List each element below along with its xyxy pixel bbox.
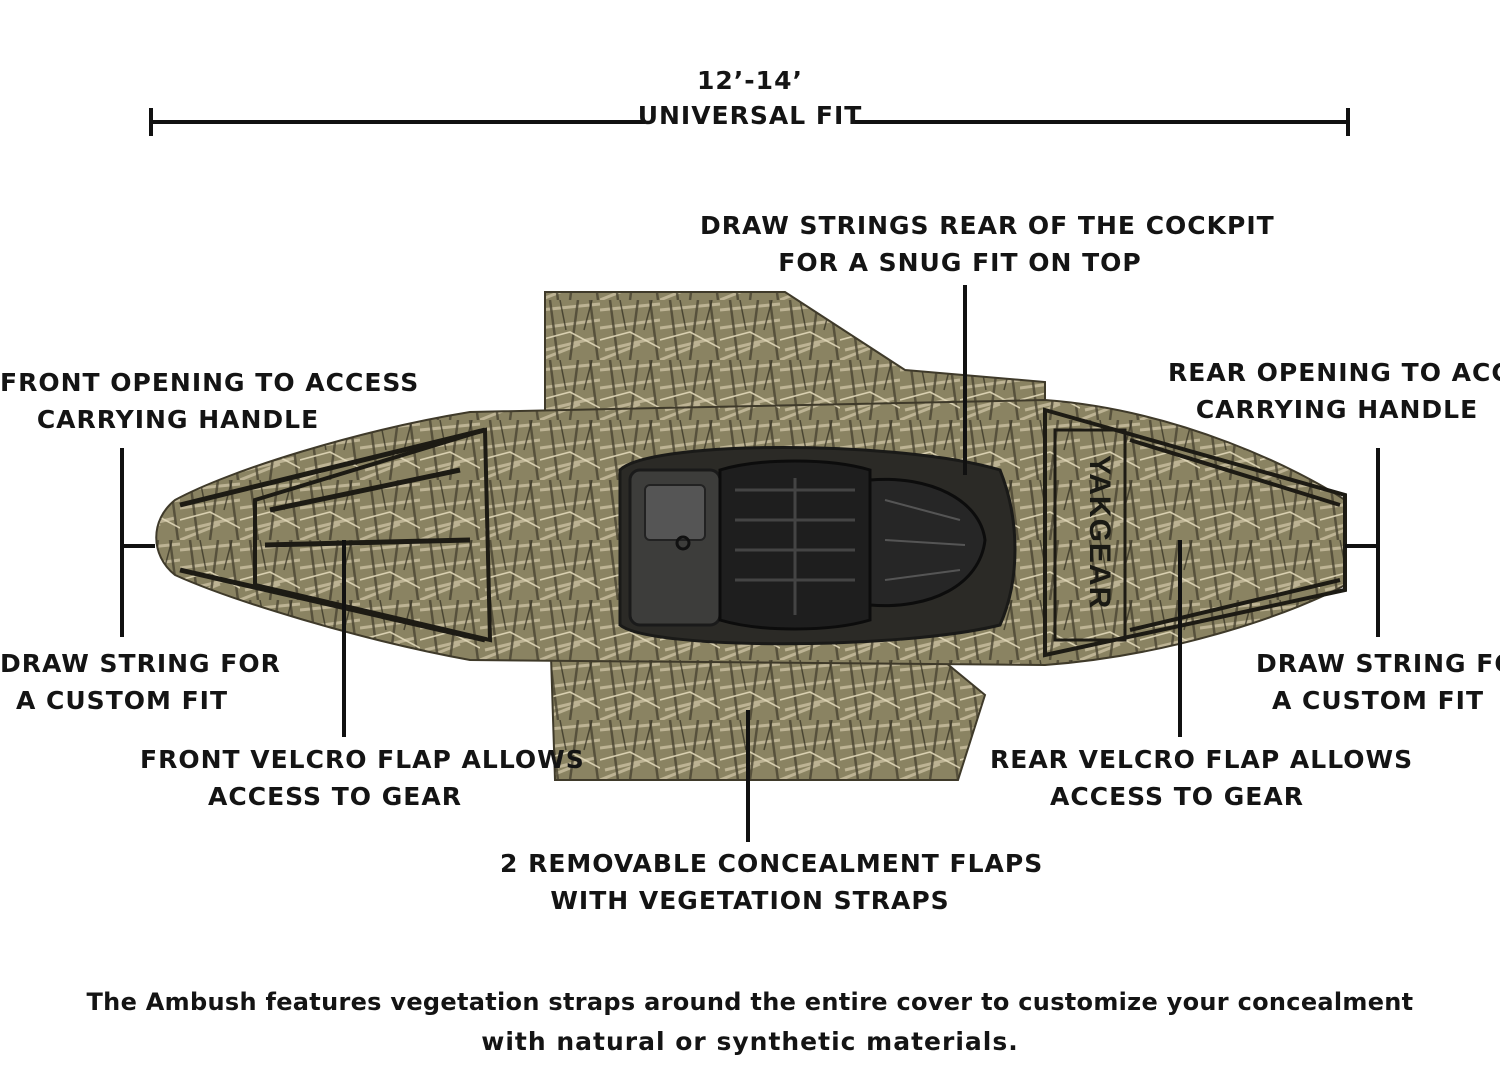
leader-lines [120,285,1380,842]
callout-draw-string-right: DRAW STRING FOR A CUSTOM FIT [1256,645,1500,719]
callout-rear-velcro: REAR VELCRO FLAP ALLOWS ACCESS TO GEAR [990,741,1414,815]
callout-concealment-flaps: 2 REMOVABLE CONCEALMENT FLAPS WITH VEGET… [500,845,1044,919]
callout-text: FRONT VELCRO FLAP ALLOWS [140,745,585,774]
caption-line-1: The Ambush features vegetation straps ar… [86,988,1414,1016]
callout-text: DRAW STRINGS REAR OF THE COCKPIT [700,211,1275,240]
kayak-cover [155,291,1347,781]
caption-line-2: with natural or synthetic materials. [481,1027,1019,1056]
dimension-length: 12’-14’ [697,66,803,95]
callout-text: FRONT OPENING TO ACCESS [0,368,420,397]
callout-text: DRAW STRING FOR [1256,649,1500,678]
callout-text: DRAW STRING FOR [0,649,281,678]
callout-draw-strings-rear: DRAW STRINGS REAR OF THE COCKPIT FOR A S… [700,207,1275,281]
callout-text: ACCESS TO GEAR [208,782,462,811]
callout-text: REAR VELCRO FLAP ALLOWS [990,745,1414,774]
callout-text: ACCESS TO GEAR [1050,782,1304,811]
callout-text: WITH VEGETATION STRAPS [550,886,950,915]
callout-text: CARRYING HANDLE [36,405,320,434]
callout-draw-string-left: DRAW STRING FOR A CUSTOM FIT [0,645,281,719]
dimension-label: 12’-14’ UNIVERSAL FIT [600,62,900,134]
callout-text: REAR OPENING TO ACCESS [1168,358,1500,387]
callout-text: A CUSTOM FIT [1271,686,1485,715]
bottom-caption: The Ambush features vegetation straps ar… [0,982,1500,1062]
dimension-line [149,108,1350,136]
callout-text: A CUSTOM FIT [15,686,229,715]
callout-front-velcro: FRONT VELCRO FLAP ALLOWS ACCESS TO GEAR [140,741,585,815]
rear-panel [1043,407,1347,658]
callout-text: CARRYING HANDLE [1195,395,1479,424]
callout-rear-opening: REAR OPENING TO ACCESS CARRYING HANDLE [1168,354,1500,428]
callout-front-opening: FRONT OPENING TO ACCESS CARRYING HANDLE [0,364,420,438]
callout-text: FOR A SNUG FIT ON TOP [778,248,1142,277]
dimension-fit: UNIVERSAL FIT [637,101,863,130]
callout-text: 2 REMOVABLE CONCEALMENT FLAPS [500,849,1044,878]
brand-mark: YAKGEAR [1083,455,1116,609]
